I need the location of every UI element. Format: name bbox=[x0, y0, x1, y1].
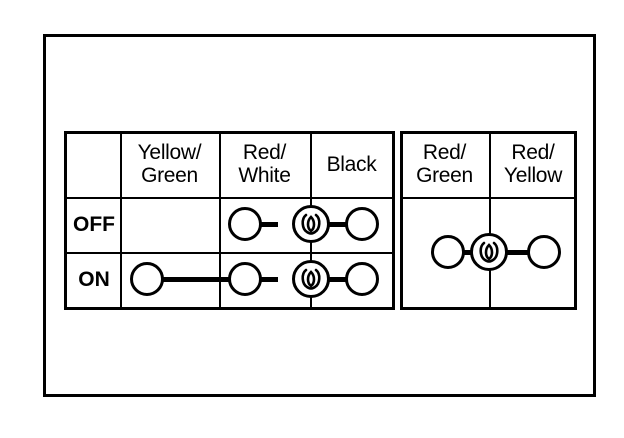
column-header-yellow-green-line2: Green bbox=[141, 164, 198, 187]
wire-on-redwhite-bulb bbox=[260, 277, 278, 282]
bulb-symbol-on bbox=[292, 260, 330, 298]
column-header-yellow-green: Yellow/ Green bbox=[120, 141, 219, 187]
terminal-on-red-white bbox=[228, 262, 262, 296]
wire-off-bulb-black bbox=[326, 222, 348, 227]
column-header-red-white-line2: White bbox=[238, 164, 291, 187]
column-divider-redgreen bbox=[489, 133, 491, 308]
column-divider-yellowgreen bbox=[219, 133, 221, 308]
bulb-symbol-right bbox=[470, 233, 508, 271]
column-divider-state bbox=[120, 133, 122, 308]
column-header-red-yellow: Red/ Yellow bbox=[489, 141, 577, 187]
table-group-right bbox=[400, 131, 577, 310]
column-header-black: Black bbox=[310, 153, 393, 176]
column-header-red-yellow-line1: Red/ bbox=[511, 141, 555, 164]
terminal-red-green bbox=[431, 235, 465, 269]
row-label-off: OFF bbox=[73, 213, 115, 236]
wire-right-bulb-redyellow bbox=[507, 250, 530, 255]
terminal-on-black bbox=[345, 262, 379, 296]
row-label-on: ON bbox=[78, 268, 110, 291]
terminal-off-black bbox=[345, 207, 379, 241]
row-divider-header bbox=[66, 197, 393, 199]
continuity-table: Yellow/ Green Red/ White Black OFF ON bbox=[64, 131, 577, 310]
column-header-red-green-line1: Red/ bbox=[422, 141, 467, 164]
column-header-red-white-line1: Red/ bbox=[242, 141, 287, 164]
wire-off-redwhite-bulb bbox=[260, 222, 278, 227]
wire-on-yellowgreen-redwhite bbox=[163, 277, 231, 282]
column-header-red-green-line2: Green bbox=[416, 164, 473, 187]
terminal-red-yellow bbox=[527, 235, 561, 269]
terminal-on-yellow-green bbox=[130, 262, 164, 296]
row-divider-off-on bbox=[66, 252, 393, 254]
column-header-black-line1: Black bbox=[326, 153, 377, 176]
terminal-off-red-white bbox=[228, 207, 262, 241]
column-header-red-yellow-line2: Yellow bbox=[503, 164, 563, 187]
bulb-symbol-off bbox=[292, 205, 330, 243]
column-header-red-white: Red/ White bbox=[219, 141, 310, 187]
wire-on-bulb-black bbox=[326, 277, 348, 282]
column-header-yellow-green-line1: Yellow/ bbox=[137, 141, 202, 164]
table-group-left bbox=[64, 131, 395, 310]
column-header-red-green: Red/ Green bbox=[400, 141, 489, 187]
row-divider-header-right bbox=[402, 197, 575, 199]
wire-right-redgreen-bulb bbox=[463, 250, 474, 255]
